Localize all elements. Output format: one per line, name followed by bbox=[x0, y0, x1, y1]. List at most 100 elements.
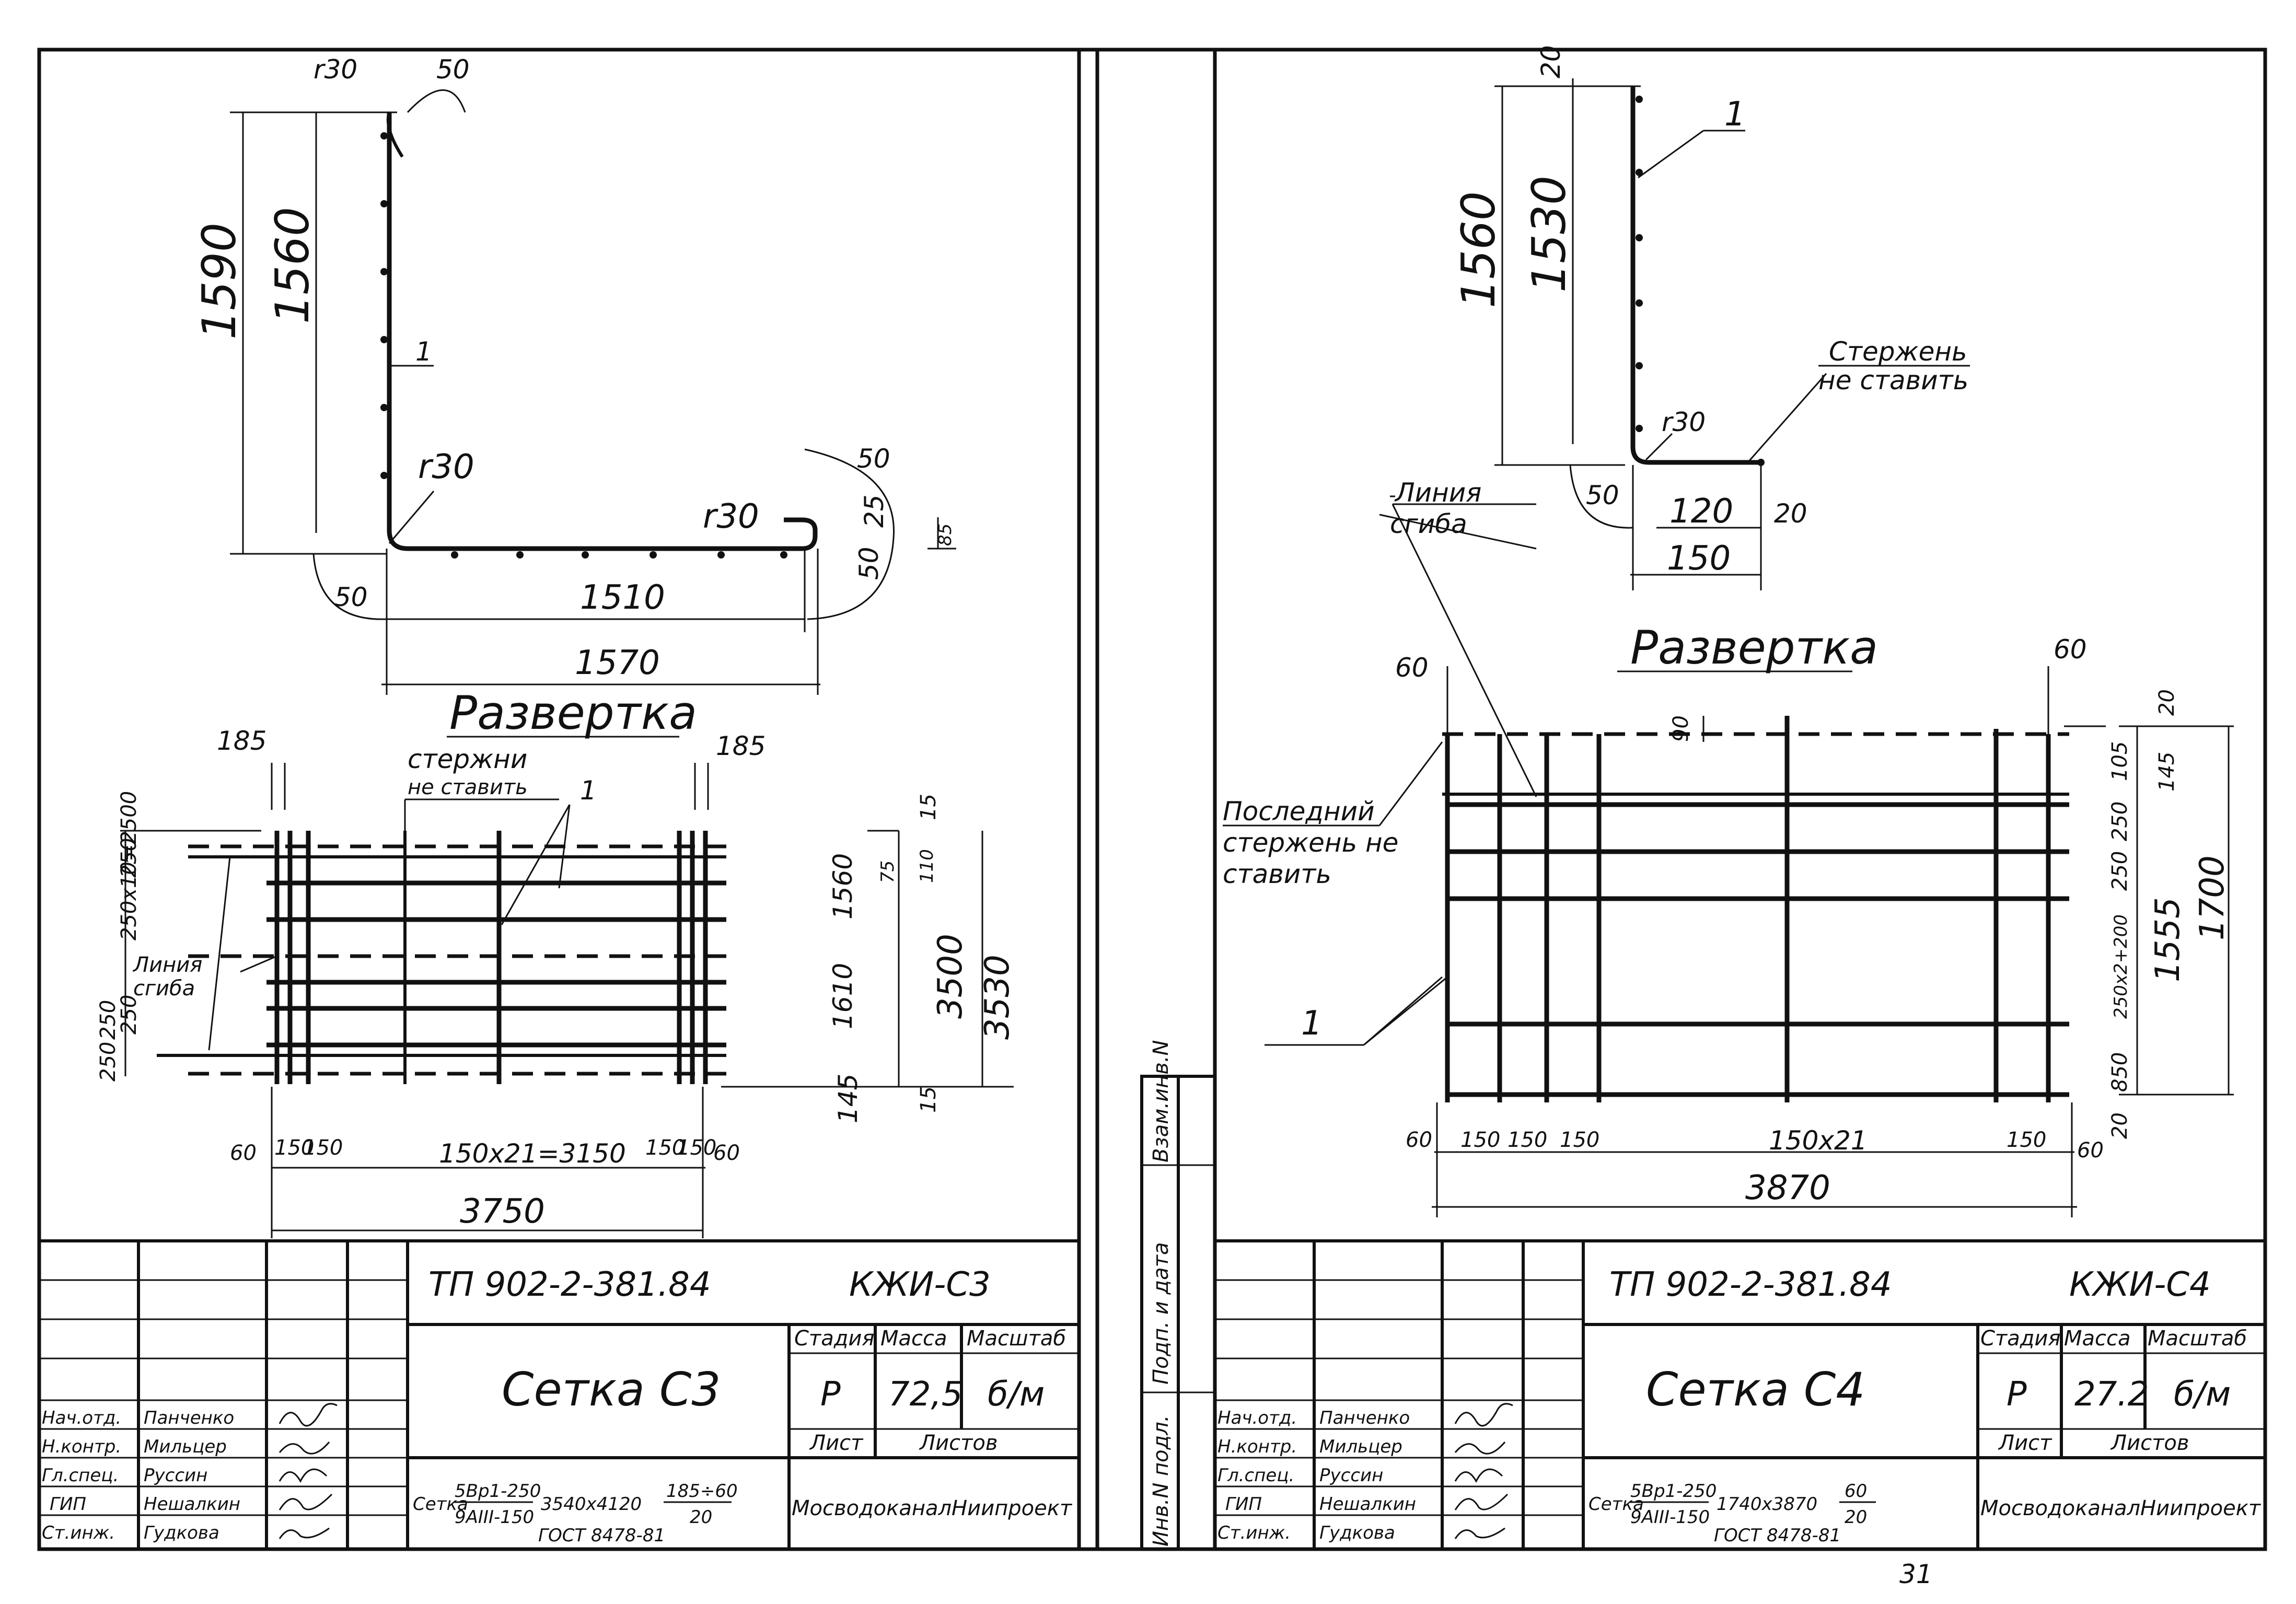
right-d2: 20 bbox=[1774, 498, 1807, 529]
right-org: МосводоканалНиипроект bbox=[1980, 1496, 2262, 1520]
left-h-mass: Масса bbox=[880, 1327, 947, 1351]
left-unfold-drawing: Развертка bbox=[96, 686, 1017, 1238]
left-unfold-pos: 1 bbox=[580, 775, 597, 806]
left-name-1: Мильцер bbox=[144, 1436, 227, 1457]
side-sign-date: Подп. и дата bbox=[1149, 1242, 1173, 1385]
right-unfold-b1: 60 bbox=[1406, 1128, 1432, 1152]
right-bend: 50 bbox=[1586, 480, 1619, 510]
left-spec-fn: 185÷60 bbox=[666, 1481, 738, 1502]
left-role-3: ГИП bbox=[50, 1494, 86, 1515]
right-r: r30 bbox=[1662, 407, 1706, 437]
left-doc-code: КЖИ-С3 bbox=[849, 1265, 991, 1304]
right-note2: не ставить bbox=[1818, 365, 1968, 396]
left-unfold-lv5: 250 bbox=[96, 1042, 120, 1082]
right-item-name: Сетка С4 bbox=[1646, 1363, 1865, 1416]
left-unfold-line1: Линия bbox=[132, 953, 202, 977]
right-unfold-pos: 1 bbox=[1301, 1004, 1323, 1043]
left-unfold-b6: 150 bbox=[677, 1136, 716, 1160]
side-inv-rep: Взам.инв.N bbox=[1149, 1040, 1173, 1163]
left-unfold-rv6: 3500 bbox=[931, 934, 970, 1019]
right-unfold-b6: 150 bbox=[2007, 1128, 2046, 1152]
left-spec-gost: ГОСТ 8478-81 bbox=[538, 1525, 665, 1546]
left-bend: 50 bbox=[334, 582, 368, 612]
left-h-stage: Стадия bbox=[794, 1327, 874, 1351]
right-h-sheet: Лист bbox=[1998, 1431, 2053, 1455]
left-h-sheet: Лист bbox=[809, 1431, 864, 1455]
left-unfold-lv2: 250x10=2500 bbox=[117, 791, 141, 940]
right-name-3: Нешалкин bbox=[1319, 1494, 1416, 1515]
right-h-scale: Масштаб bbox=[2148, 1327, 2247, 1351]
right-unfold-rv3: 145 bbox=[2155, 752, 2179, 792]
left-rod-dots bbox=[380, 132, 787, 559]
right-unfold-line2: сгиба bbox=[1390, 509, 1467, 539]
left-unfold-rv2: 1560 bbox=[828, 853, 858, 920]
left-h-outer: 1590 bbox=[192, 223, 246, 340]
right-unfold-drawing: Развертка bbox=[1223, 478, 2234, 1217]
left-unfold-b1: 60 bbox=[230, 1141, 257, 1165]
right-unfold-rv6: 250x2+200 bbox=[2111, 914, 2131, 1019]
left-role-2: Гл.спец. bbox=[42, 1465, 119, 1486]
right-top-dim: 20 bbox=[1536, 45, 1566, 78]
right-unfold-gap: 90 bbox=[1669, 715, 1693, 742]
left-w-inner: 1510 bbox=[580, 578, 665, 617]
left-unfold-off-r: 185 bbox=[716, 731, 766, 761]
right-role-1: Н.контр. bbox=[1217, 1436, 1297, 1457]
left-unfold-note1: стержни bbox=[408, 744, 527, 774]
left-unfold-title: Развертка bbox=[449, 686, 697, 740]
right-unfold-rv4: 250 bbox=[2108, 801, 2132, 841]
right-d1: 120 bbox=[1669, 492, 1733, 531]
left-r-top: r30 bbox=[314, 54, 357, 85]
left-unfold-b7: 60 bbox=[713, 1141, 740, 1165]
side-strip: Инв.N подл. Подп. и дата Взам.инв.N bbox=[1140, 1040, 1216, 1551]
right-h-outer: 1560 bbox=[1452, 191, 1505, 308]
right-unfold-off-r: 60 bbox=[2054, 634, 2087, 665]
right-role-0: Нач.отд. bbox=[1217, 1408, 1297, 1428]
left-title-block: ТП 902-2-381.84 КЖИ-С3 Сетка С3 Стадия М… bbox=[38, 1239, 1081, 1551]
left-angle-top: 50 bbox=[436, 54, 470, 85]
left-name-2: Руссин bbox=[144, 1465, 207, 1486]
side-inv-sub: Инв.N подл. bbox=[1149, 1415, 1173, 1547]
left-r-end: r30 bbox=[703, 497, 759, 536]
right-note1: Стержень bbox=[1829, 336, 1967, 367]
right-title-block: ТП 902-2-381.84 КЖИ-С4 Сетка С4 Стадия М… bbox=[1213, 1239, 2267, 1551]
right-spec-fn: 60 bbox=[1845, 1481, 1867, 1502]
left-unfold-rv4: 110 bbox=[917, 849, 937, 883]
right-unfold-last3: ставить bbox=[1223, 859, 1331, 889]
right-stage: Р bbox=[2007, 1375, 2027, 1414]
right-role-3: ГИП bbox=[1225, 1494, 1262, 1515]
right-unfold-b5: 150x21 bbox=[1769, 1125, 1868, 1156]
left-name-3: Нешалкин bbox=[144, 1494, 240, 1515]
left-unfold-b3: 150 bbox=[303, 1136, 343, 1160]
left-spec-pre: Сетка bbox=[413, 1494, 468, 1515]
left-h-scale: Масштаб bbox=[967, 1327, 1066, 1351]
left-name-0: Панченко bbox=[144, 1408, 234, 1428]
right-role-4: Ст.инж. bbox=[1217, 1522, 1291, 1543]
right-unfold-b4: 150 bbox=[1560, 1128, 1599, 1152]
right-unfold-last1: Последний bbox=[1223, 796, 1375, 827]
right-unfold-rv7: 850 bbox=[2108, 1052, 2132, 1092]
left-r-corner: r30 bbox=[418, 448, 474, 486]
left-spec-size: 3540x4120 bbox=[541, 1494, 642, 1515]
left-h-sheets: Листов bbox=[919, 1431, 998, 1455]
left-unfold-lv1: 250 bbox=[117, 838, 141, 878]
left-spec-den: 9АIII-150 bbox=[455, 1507, 534, 1528]
left-end-a: 50 bbox=[857, 444, 890, 474]
left-org: МосводоканалНиипроект bbox=[792, 1496, 1073, 1520]
right-name-1: Мильцер bbox=[1319, 1436, 1402, 1457]
right-spec-fd: 20 bbox=[1845, 1507, 1867, 1528]
right-spec-num: 5Вр1-250 bbox=[1630, 1481, 1717, 1502]
right-unfold-total: 3870 bbox=[1745, 1169, 1830, 1207]
left-unfold-b5: 150 bbox=[645, 1136, 685, 1160]
right-unfold-rv10: 20 bbox=[2108, 1112, 2132, 1139]
left-signatures bbox=[279, 1403, 338, 1539]
right-doc-code: КЖИ-С4 bbox=[2069, 1265, 2211, 1304]
right-unfold-rv1: 20 bbox=[2155, 689, 2179, 716]
right-h-stage: Стадия bbox=[1980, 1327, 2060, 1351]
right-pos: 1 bbox=[1724, 95, 1746, 134]
right-h-sheets: Листов bbox=[2110, 1431, 2189, 1455]
left-unfold-b4: 150x21=3150 bbox=[439, 1138, 626, 1169]
right-rod-dots bbox=[1636, 96, 1765, 466]
left-unfold-note2: не ставить bbox=[408, 775, 528, 799]
left-stage: Р bbox=[820, 1375, 841, 1414]
left-spec-num: 5Вр1-250 bbox=[455, 1481, 541, 1502]
